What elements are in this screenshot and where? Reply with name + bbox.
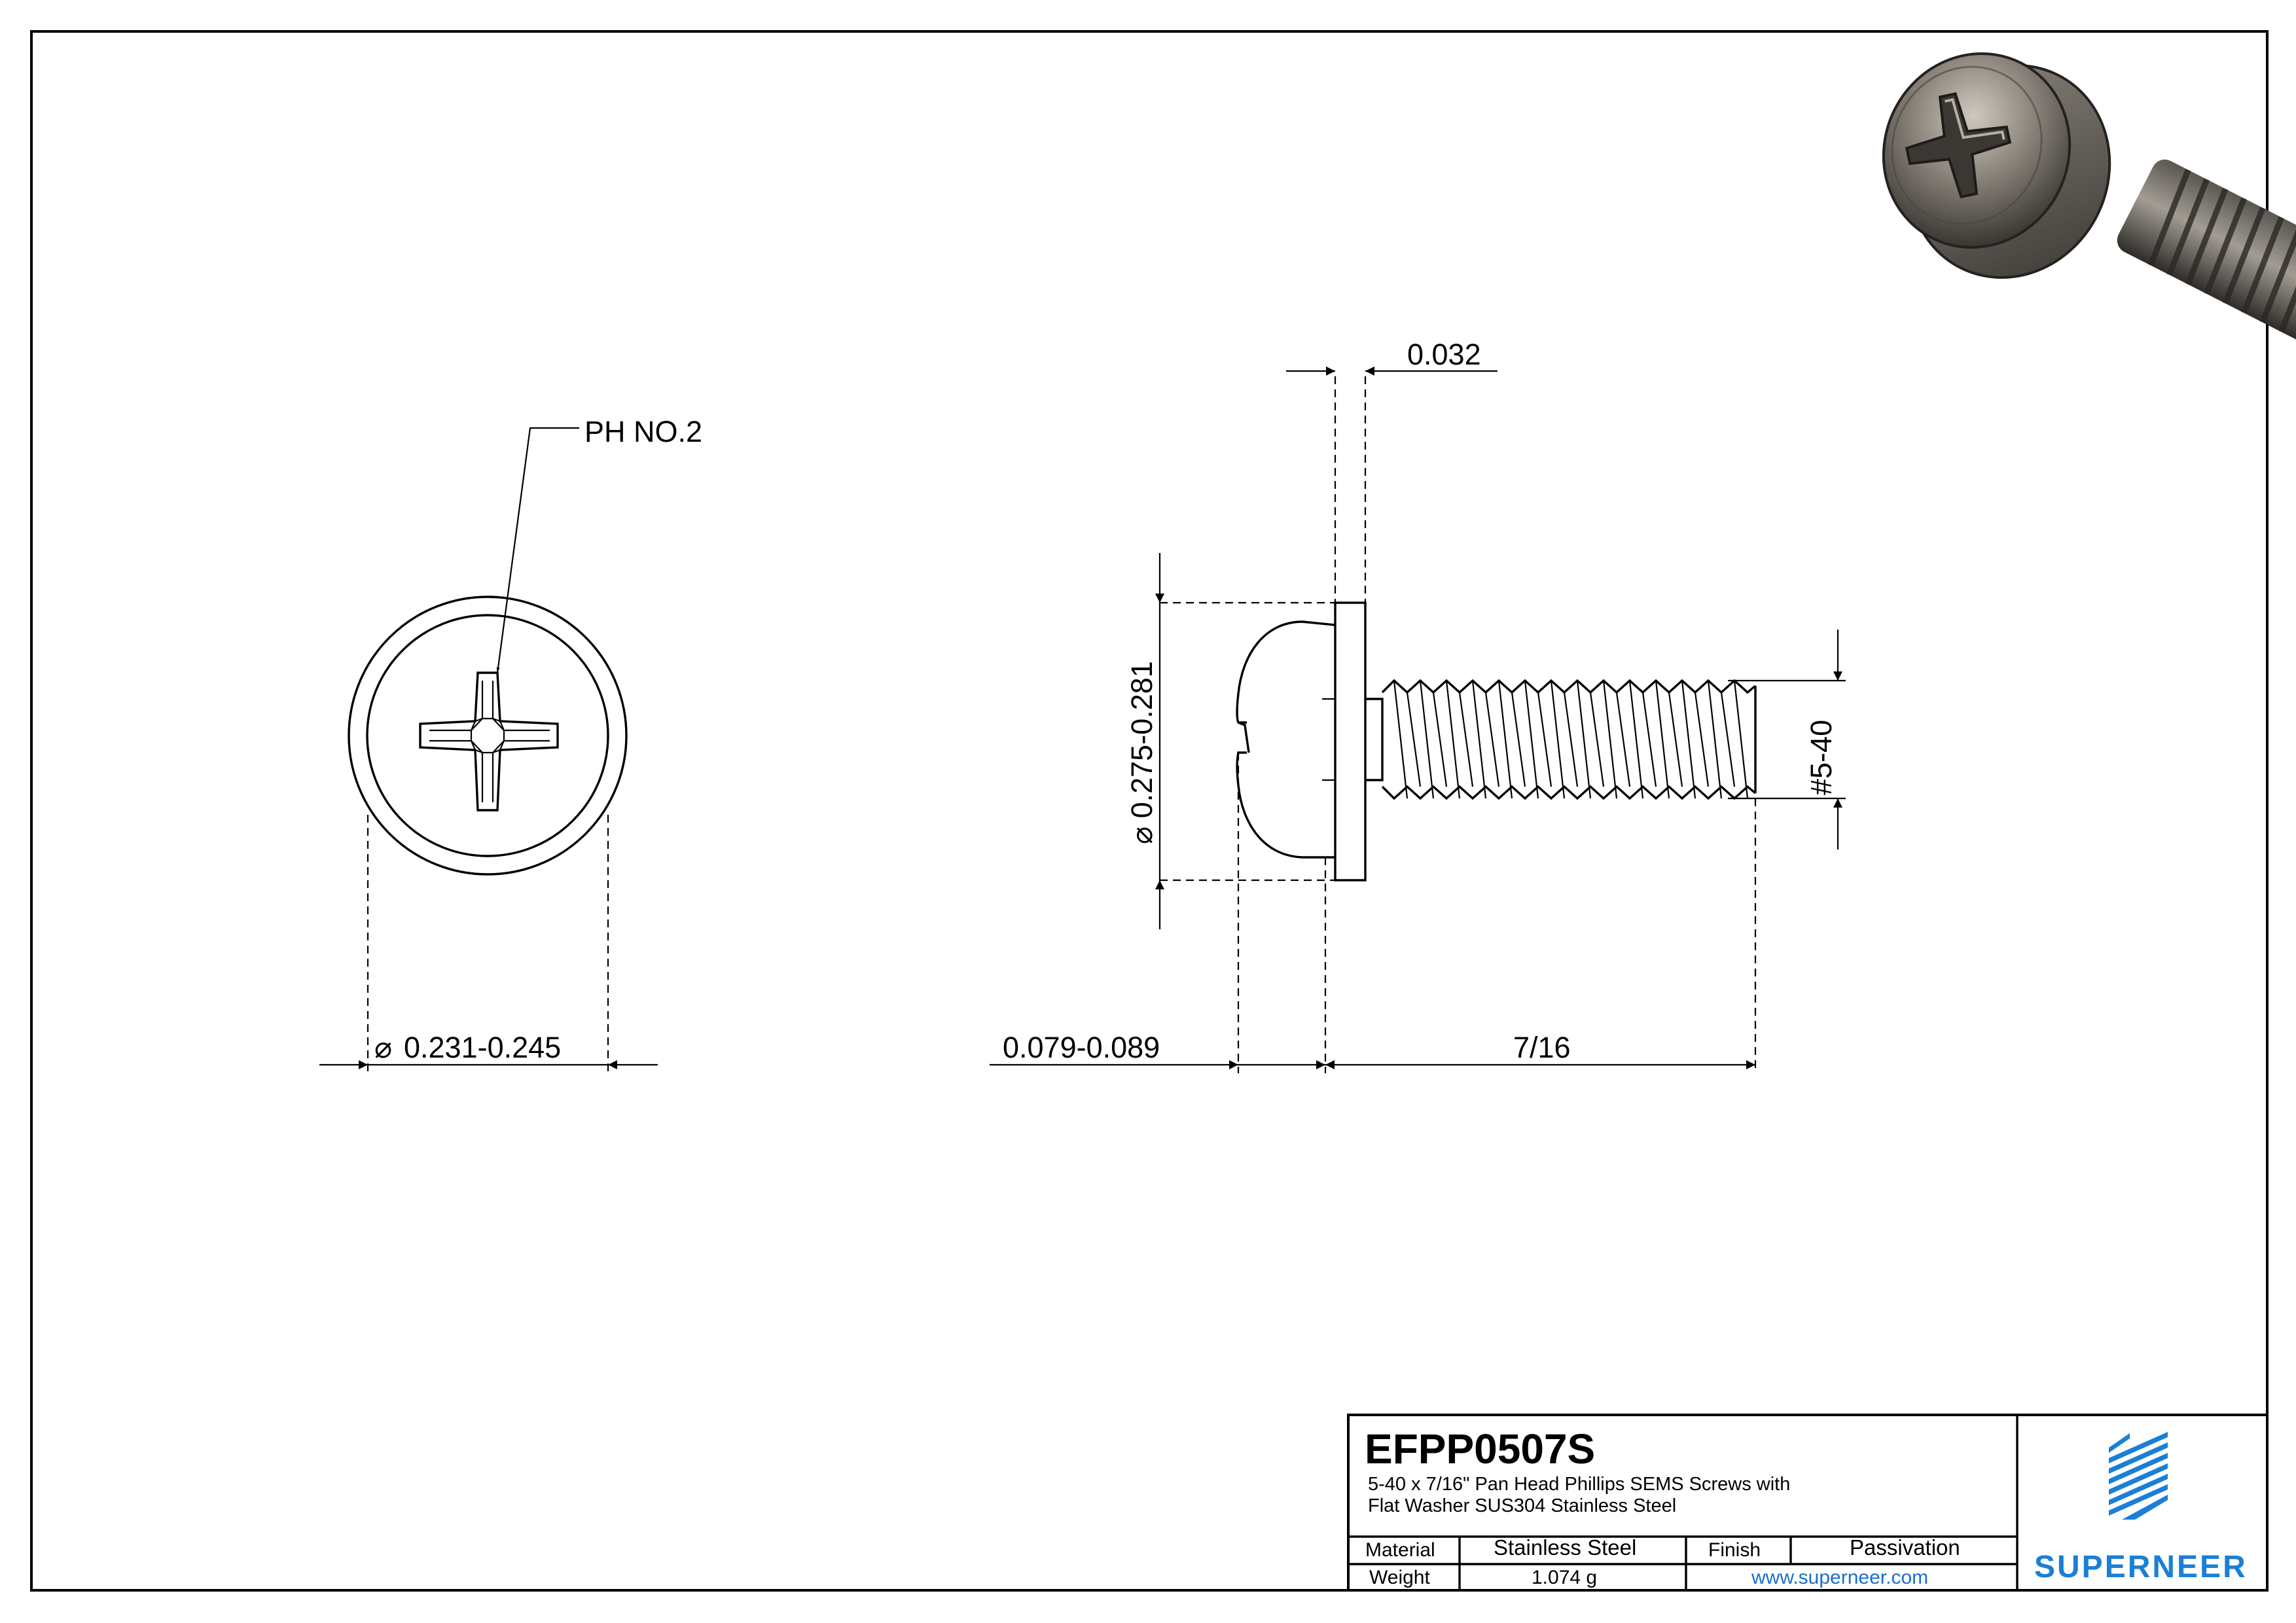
finish-label: Finish — [1708, 1539, 1761, 1561]
dim-head-height: 0.079-0.089 — [1003, 1031, 1160, 1064]
dim-head-diameter: 0.231-0.245 — [404, 1031, 561, 1064]
head-outer-circle — [348, 596, 628, 876]
flat-washer — [1334, 601, 1367, 882]
weight-value: 1.074 g — [1532, 1567, 1597, 1588]
part-number: EFPP0507S — [1365, 1425, 1595, 1472]
material-value: Stainless Steel — [1494, 1535, 1636, 1560]
sheet-border — [30, 30, 2269, 1592]
description-line1: 5-40 x 7/16" Pan Head Phillips SEMS Scre… — [1368, 1474, 1790, 1495]
finish-value: Passivation — [1850, 1535, 1960, 1560]
head-inner-circle — [366, 614, 609, 857]
brand-name: SUPERNEER — [2034, 1550, 2248, 1584]
screw-3d-render — [1882, 52, 2296, 370]
material-label: Material — [1365, 1539, 1435, 1561]
callout-drive: PH NO.2 — [584, 415, 702, 448]
end-view: PH NO.2 ⌀ 0.231-0.245 — [319, 415, 702, 1073]
dim-head-diameter-symbol: ⌀ — [374, 1031, 392, 1064]
pan-head-profile — [1236, 620, 1336, 859]
dim-washer-thickness: 0.032 — [1407, 338, 1481, 371]
superneer-stripes-logo — [2109, 1432, 2168, 1520]
website-link[interactable]: www.superneer.com — [1751, 1567, 1928, 1588]
title-block: EFPP0507S 5-40 x 7/16" Pan Head Phillips… — [1347, 1414, 2269, 1592]
dim-thread: #5-40 — [1804, 720, 1838, 795]
dim-length: 7/16 — [1513, 1031, 1571, 1064]
side-view: 0.032 ⌀ 0.275-0.281 #5-40 0.079-0.089 7/… — [990, 338, 1846, 1073]
callout-leader — [496, 427, 579, 673]
thread-body — [1381, 679, 1757, 800]
weight-label: Weight — [1369, 1567, 1430, 1588]
description-line2: Flat Washer SUS304 Stainless Steel — [1368, 1495, 1676, 1516]
dim-washer-diameter: ⌀ 0.275-0.281 — [1125, 661, 1158, 844]
